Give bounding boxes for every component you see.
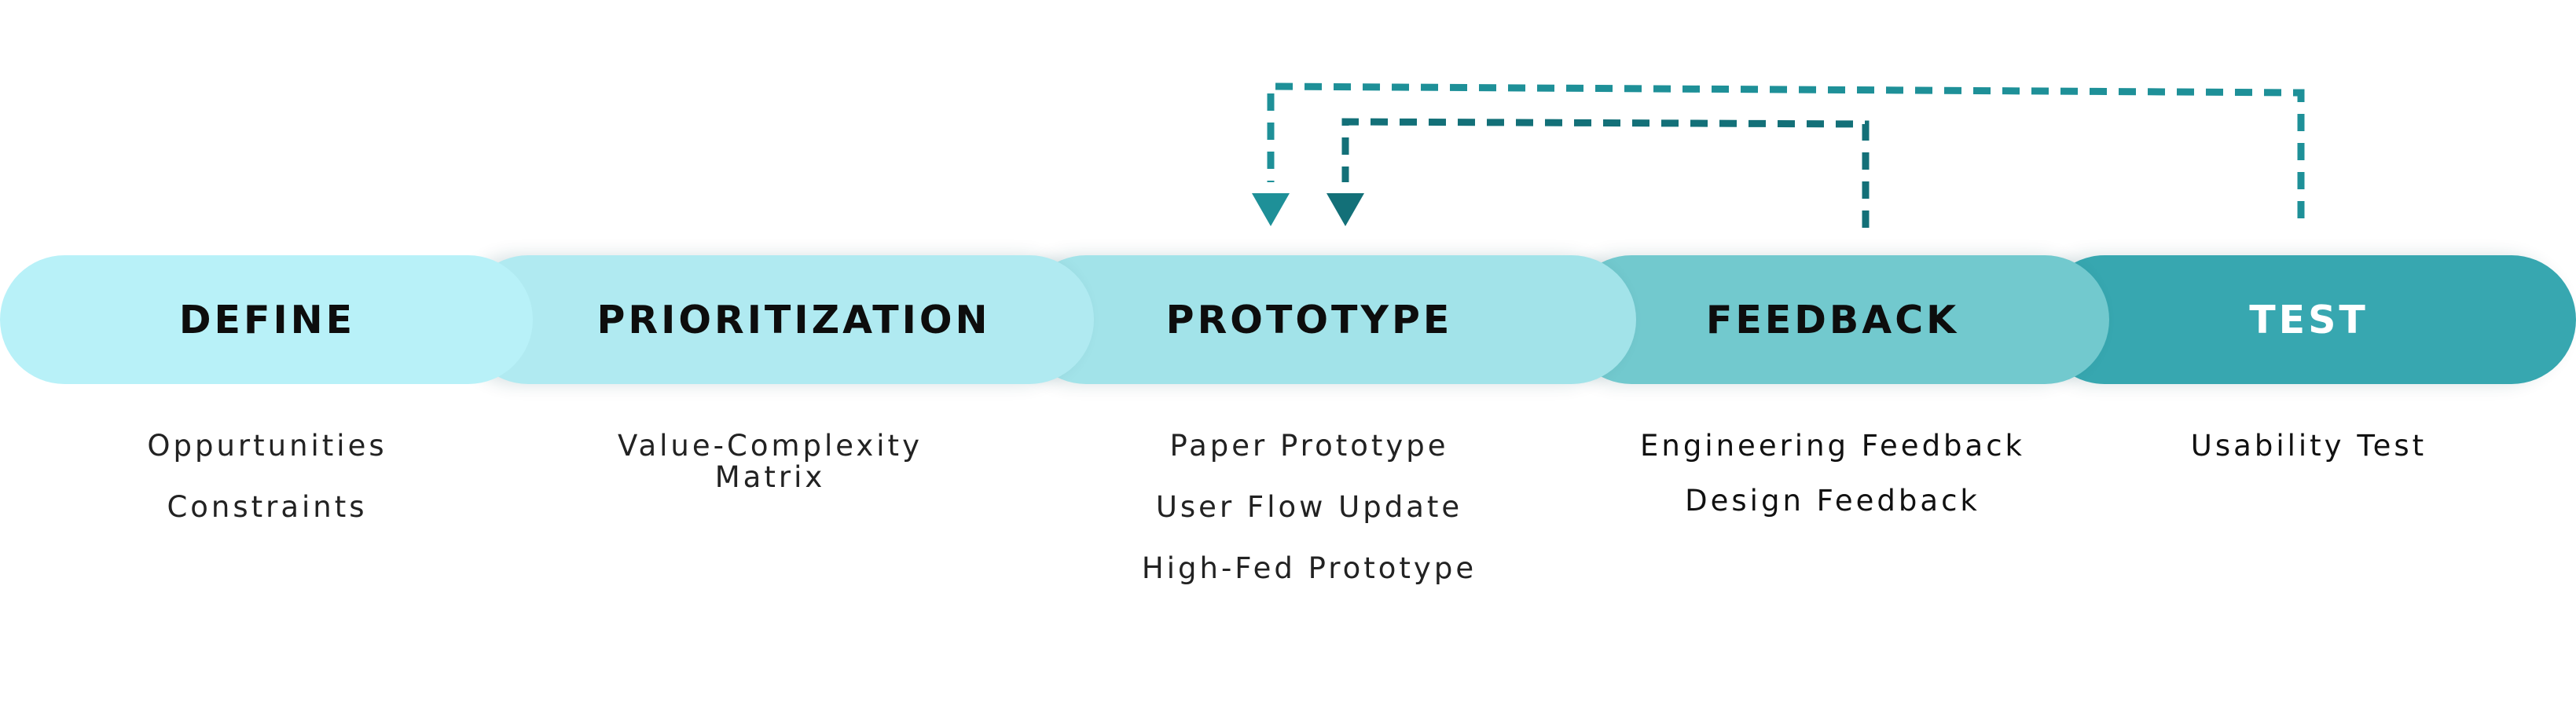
stage-define-label: DEFINE (178, 297, 356, 342)
list-item: User Flow Update (1155, 490, 1463, 524)
list-item: Oppurtunities (147, 429, 387, 463)
feedback-loop-arrowhead-icon (1327, 193, 1364, 226)
stage-define-segment (0, 255, 533, 384)
stage-prototype-label: PROTOTYPE (1165, 297, 1453, 342)
list-item: High-Fed Prototype (1141, 551, 1477, 585)
stage-prioritization-segment (464, 255, 1094, 384)
list-item: Paper Prototype (1169, 429, 1449, 463)
feedback-to-prototype-loop (1341, 118, 1870, 228)
list-item: Constraints (167, 490, 368, 524)
stage-test-items: Usability Test (2112, 430, 2505, 462)
list-item: Value-Complexity Matrix (618, 429, 923, 494)
stage-feedback-items: Engineering Feedback Design Feedback (1597, 430, 2068, 517)
stage-prototype-segment (1022, 255, 1636, 384)
stage-feedback-label: FEEDBACK (1705, 297, 1960, 342)
stage-define-items: Oppurtunities Constraints (71, 430, 464, 523)
stage-prioritization-items: Value-Complexity Matrix (582, 430, 959, 493)
list-item: Usability Test (2190, 429, 2427, 463)
stage-feedback-segment (1567, 255, 2109, 384)
test-to-prototype-loop (1267, 82, 2305, 218)
test-loop-arrowhead-icon (1252, 193, 1290, 226)
list-item: Engineering Feedback (1640, 429, 2025, 463)
list-item: Design Feedback (1685, 484, 1980, 518)
stage-prototype-items: Paper Prototype User Flow Update High-Fe… (1073, 430, 1545, 584)
stage-prioritization-label: PRIORITIZATION (596, 297, 991, 342)
stage-test-label: TEST (2249, 297, 2369, 342)
stage-test-segment (2040, 255, 2576, 384)
